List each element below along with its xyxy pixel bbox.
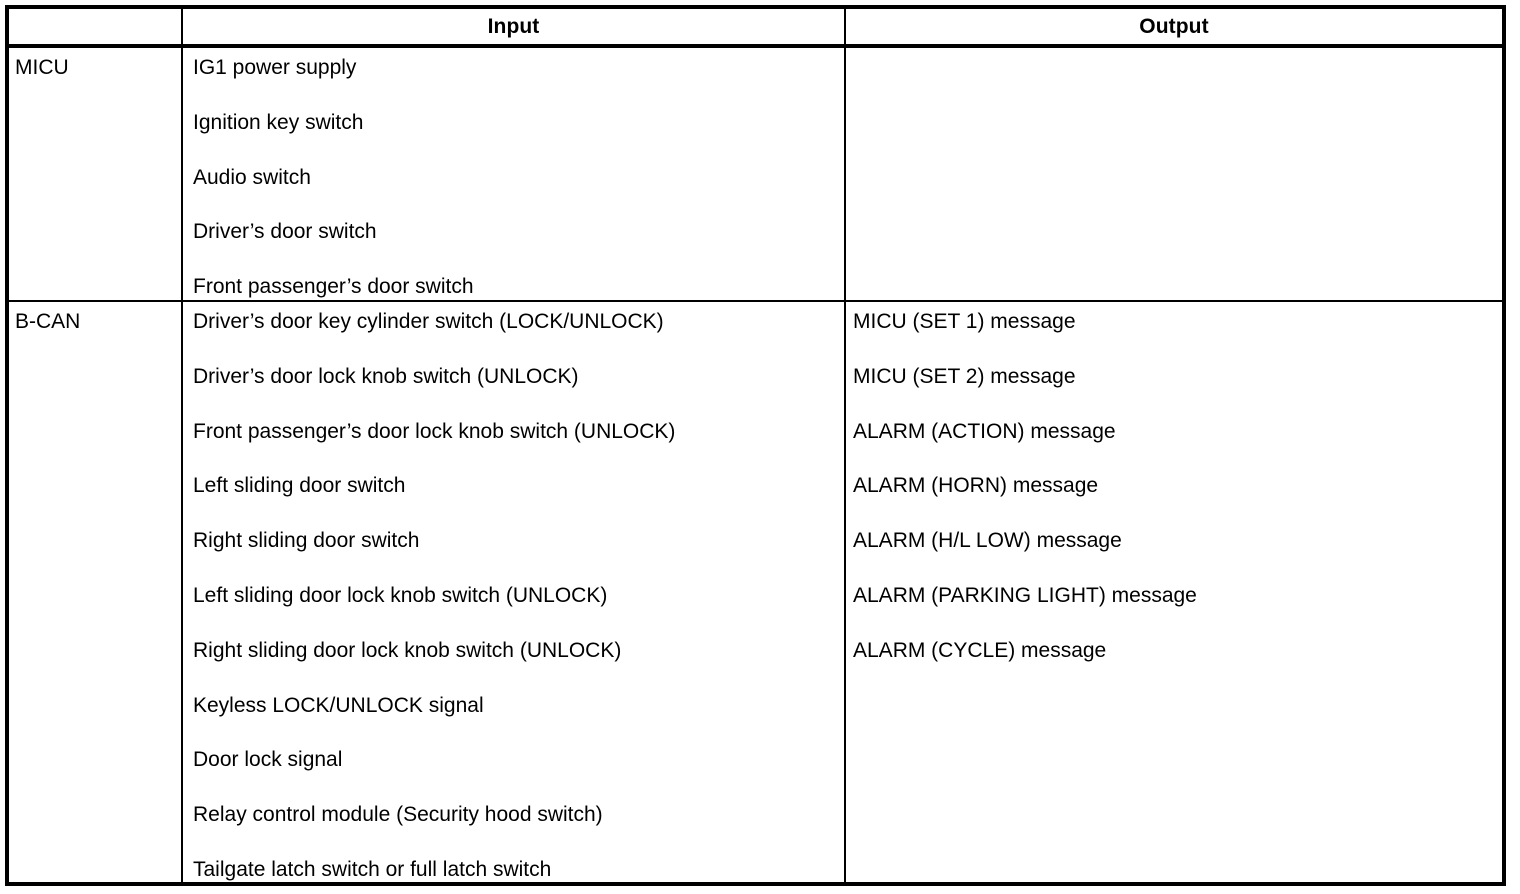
list-item: Ignition key switch — [193, 110, 364, 134]
row-label-cell-micu: MICU — [9, 48, 181, 300]
list-item: Right sliding door lock knob switch (UNL… — [193, 638, 622, 662]
table-header-row: Input Output — [9, 9, 1502, 44]
input-list-bcan: Driver’s door key cylinder switch (LOCK/… — [193, 309, 840, 882]
module-label-micu: MICU — [15, 56, 69, 79]
output-list-bcan: MICU (SET 1) message MICU (SET 2) messag… — [853, 309, 1498, 693]
header-cell-input: Input — [487, 15, 540, 38]
list-item: Front passenger’s door switch — [193, 275, 474, 299]
table-row-micu: MICU IG1 power supply Ignition key switc… — [9, 48, 1502, 300]
section-divider-micu-bcan — [9, 300, 1502, 302]
list-item: ALARM (ACTION) message — [853, 419, 1116, 443]
header-cell-output: Output — [1139, 15, 1209, 38]
header-cell-corner — [9, 9, 181, 44]
column-divider-name-input — [181, 9, 183, 882]
list-item: Keyless LOCK/UNLOCK signal — [193, 693, 484, 717]
input-list-micu: IG1 power supply Ignition key switch Aud… — [193, 55, 840, 300]
row-label-cell-bcan: B-CAN — [9, 302, 181, 882]
list-item: Door lock signal — [193, 748, 343, 772]
list-item: Driver’s door lock knob switch (UNLOCK) — [193, 364, 579, 388]
input-cell-micu: IG1 power supply Ignition key switch Aud… — [183, 48, 844, 300]
output-cell-micu — [846, 48, 1502, 300]
input-cell-bcan: Driver’s door key cylinder switch (LOCK/… — [183, 302, 844, 882]
list-item: Driver’s door switch — [193, 220, 377, 244]
list-item: Right sliding door switch — [193, 529, 420, 553]
list-item: ALARM (HORN) message — [853, 474, 1099, 498]
list-item: MICU (SET 1) message — [853, 310, 1076, 333]
list-item: Driver’s door key cylinder switch (LOCK/… — [193, 310, 664, 333]
list-item: Relay control module (Security hood swit… — [193, 803, 603, 827]
list-item: ALARM (CYCLE) message — [853, 638, 1107, 662]
list-item: ALARM (PARKING LIGHT) message — [853, 583, 1197, 607]
list-item: Tailgate latch switch or full latch swit… — [193, 857, 552, 881]
list-item: Left sliding door switch — [193, 474, 406, 498]
column-divider-input-output — [844, 9, 846, 882]
list-item: Audio switch — [193, 165, 311, 189]
signal-input-output-table: Input Output MICU IG1 power supply Ignit… — [5, 5, 1506, 886]
list-item: IG1 power supply — [193, 56, 357, 79]
header-bottom-rule — [9, 44, 1502, 48]
output-cell-bcan: MICU (SET 1) message MICU (SET 2) messag… — [846, 302, 1502, 882]
list-item: Front passenger’s door lock knob switch … — [193, 419, 676, 443]
list-item: MICU (SET 2) message — [853, 364, 1076, 388]
table-row-bcan: B-CAN Driver’s door key cylinder switch … — [9, 302, 1502, 882]
module-label-bcan: B-CAN — [15, 310, 81, 333]
list-item: ALARM (H/L LOW) message — [853, 529, 1122, 553]
list-item: Left sliding door lock knob switch (UNLO… — [193, 583, 608, 607]
